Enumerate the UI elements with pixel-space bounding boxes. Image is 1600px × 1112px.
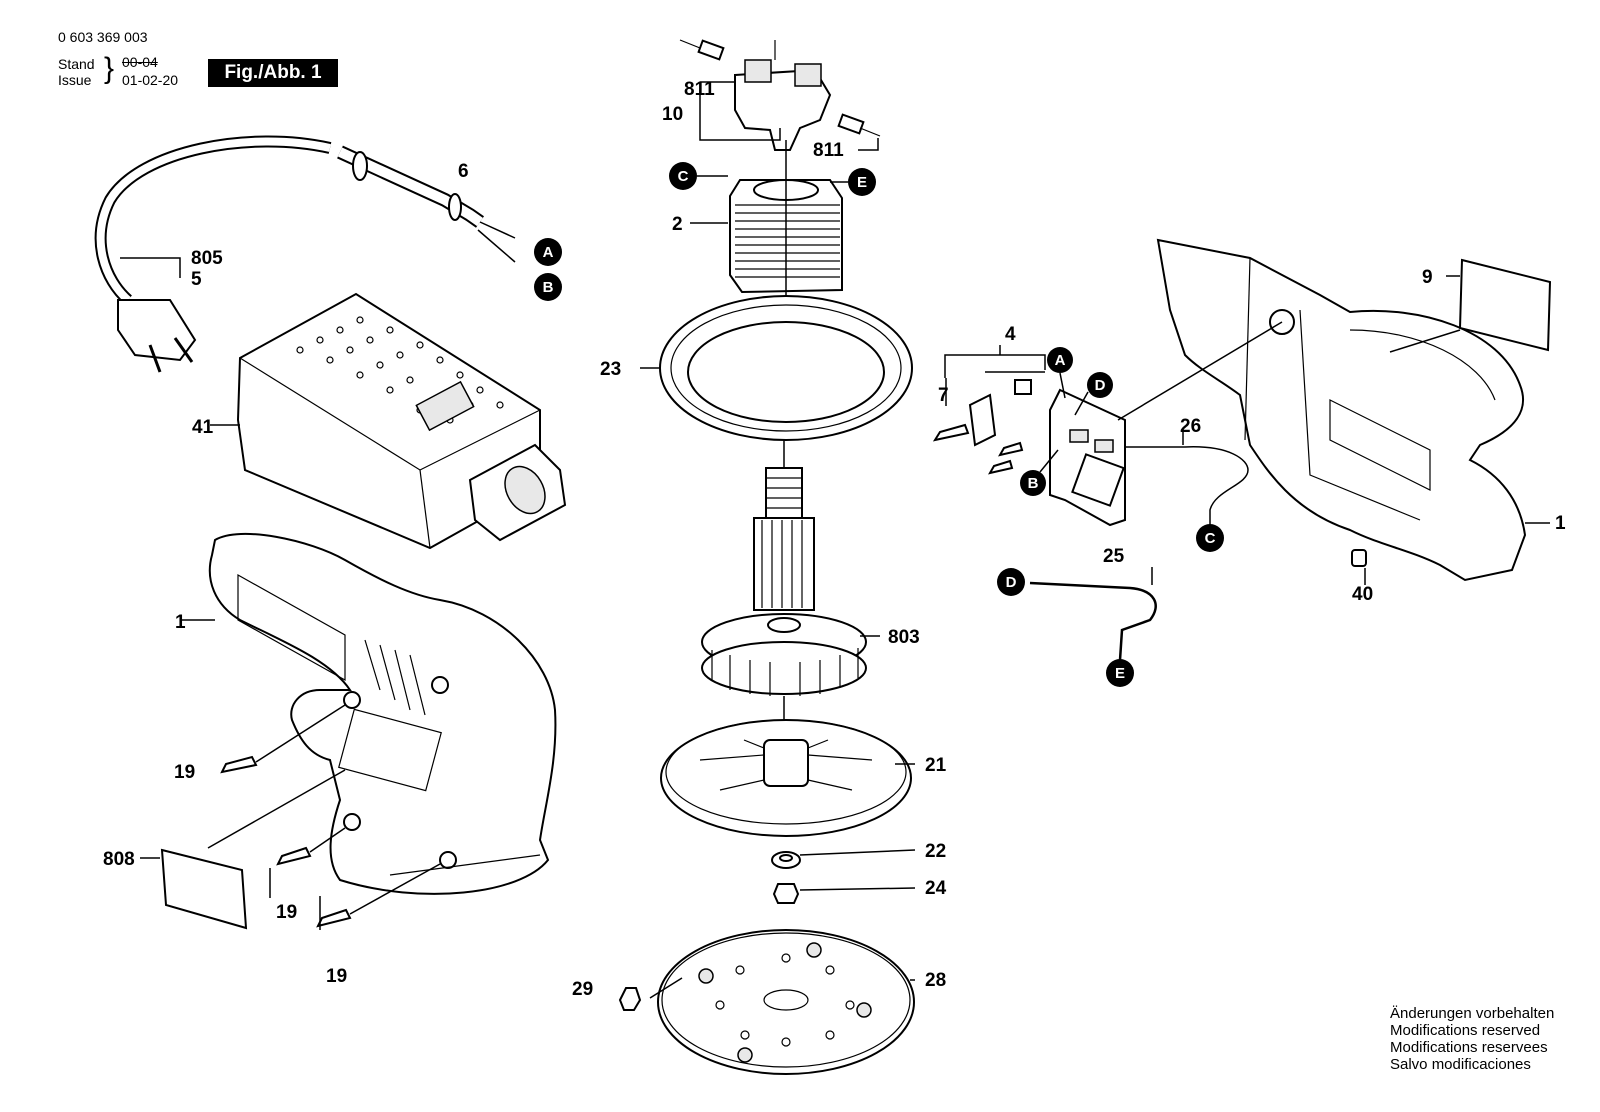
marker-e-cable: E <box>1115 665 1125 682</box>
part-label-23: 23 <box>600 359 621 380</box>
marker-a-cord: A <box>543 244 554 261</box>
part-label-25: 25 <box>1103 546 1125 567</box>
marker-e-stator: E <box>857 174 867 191</box>
part-label-5: 5 <box>191 269 202 290</box>
housing-right <box>1117 238 1550 582</box>
brush-holder-assembly <box>679 39 881 151</box>
marker-d-switch: D <box>1095 377 1106 394</box>
part-label-10: 10 <box>662 104 683 125</box>
cable-25 <box>1029 581 1157 661</box>
part-label-1-right: 1 <box>1555 513 1566 534</box>
part-label-28: 28 <box>925 970 946 991</box>
leader-lines <box>269 222 1366 981</box>
marker-b-cord: B <box>543 279 554 296</box>
part-label-4: 4 <box>1005 324 1016 345</box>
figure-label: Fig./Abb. 1 <box>208 59 338 87</box>
marker-b-switch: B <box>1028 475 1039 492</box>
housing-left <box>182 532 557 895</box>
part-label-19-a: 19 <box>174 762 195 783</box>
issue-date: 01-02-20 <box>122 72 179 88</box>
part-label-811-top: 811 <box>684 79 715 100</box>
issue-label: Issue <box>58 72 92 88</box>
part-label-19-b: 19 <box>276 902 297 923</box>
part-label-811-bottom: 811 <box>813 140 844 161</box>
part-label-7: 7 <box>938 385 949 406</box>
note-en: Modifications reserved <box>1390 1022 1541 1039</box>
housing-screws <box>220 704 441 928</box>
dust-box <box>210 292 567 550</box>
marker-c-stator: C <box>678 168 689 185</box>
type-label-808 <box>140 769 346 930</box>
marker-c-cable: C <box>1205 530 1216 547</box>
part-label-40: 40 <box>1352 584 1373 605</box>
part-label-805: 805 <box>191 248 223 269</box>
label-9 <box>1389 258 1552 353</box>
marker-d-cable: D <box>1006 574 1017 591</box>
part-label-29: 29 <box>572 979 593 1000</box>
part-label-2: 2 <box>672 214 683 235</box>
brace-glyph: } <box>104 52 115 85</box>
part-label-1-left: 1 <box>175 612 186 633</box>
sanding-pad <box>618 929 915 1075</box>
part-label-41: 41 <box>192 417 214 438</box>
note-de: Änderungen vorbehalten <box>1390 1005 1555 1022</box>
field-stator <box>729 140 843 395</box>
part-label-803: 803 <box>888 627 920 648</box>
part-label-808: 808 <box>103 849 135 870</box>
part-label-24: 24 <box>925 878 947 899</box>
part-label-19-c: 19 <box>326 966 347 987</box>
power-cord <box>94 135 516 373</box>
switch-assembly <box>932 345 1249 540</box>
rubber-ring <box>659 295 913 441</box>
marker-a-switch: A <box>1055 352 1066 369</box>
part-label-6: 6 <box>458 161 469 182</box>
part-label-9: 9 <box>1422 267 1433 288</box>
part-label-26: 26 <box>1180 416 1201 437</box>
modification-notes: Änderungen vorbehalten Modifications res… <box>1390 1005 1554 1073</box>
part-label-21: 21 <box>925 755 947 776</box>
stand-label: Stand <box>58 56 95 72</box>
armature-fan <box>701 440 867 760</box>
washer-and-nut <box>771 851 801 904</box>
stand-date: 00-04 <box>122 54 158 70</box>
part-label-22: 22 <box>925 841 946 862</box>
fan-plate <box>660 719 912 837</box>
document-number: 0 603 369 003 <box>58 29 148 45</box>
note-fr: Modifications reservees <box>1390 1039 1548 1056</box>
note-es: Salvo modificaciones <box>1390 1056 1531 1073</box>
connection-markers: C E A B A D B C D E <box>534 162 1224 687</box>
